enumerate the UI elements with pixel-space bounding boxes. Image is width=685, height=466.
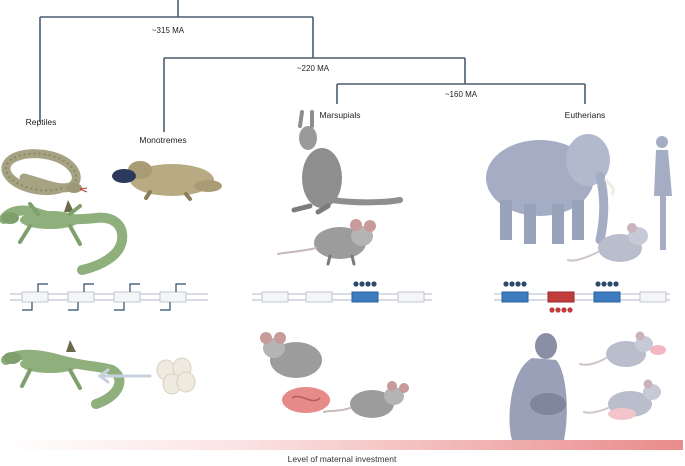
clade-label-monotremes: Monotremes [139, 135, 186, 145]
gene-box [397, 291, 425, 303]
gene-box [159, 291, 187, 303]
maternal-investment-gradient [2, 440, 683, 450]
mouse-icon [583, 379, 661, 420]
gene-box-imprinted [593, 291, 621, 303]
gene-box [67, 291, 95, 303]
maternal-investment-label: Level of maternal investment [288, 454, 397, 464]
kangaroo-icon [291, 110, 403, 215]
gene-box-methylated-red [547, 291, 575, 303]
gene-box-imprinted [501, 291, 529, 303]
clade-label-reptiles: Reptiles [26, 117, 57, 127]
phylogenetic-tree [39, 0, 586, 132]
arrow-icon [97, 368, 152, 384]
methylation-marks [353, 281, 377, 287]
placenta-icon [282, 387, 330, 413]
gene-box [261, 291, 289, 303]
platypus-icon [112, 161, 222, 201]
gene-track-eutherians [494, 281, 670, 313]
elephant-icon [486, 134, 616, 245]
opossum-icon [323, 381, 409, 418]
clade-label-eutherians: Eutherians [565, 110, 606, 120]
snake-icon [1, 149, 88, 196]
divergence-315-label: ~315 MA [152, 26, 185, 35]
divergence-220-label: ~220 MA [297, 64, 330, 73]
gene-track-marsupials [252, 281, 432, 303]
gene-track-reptiles [10, 283, 208, 311]
opossum-icon [277, 219, 376, 266]
divergence-160-label: ~160 MA [445, 90, 478, 99]
gene-box [113, 291, 141, 303]
mouse-icon [567, 223, 648, 262]
opossum-icon [260, 332, 322, 378]
human-icon [654, 136, 672, 250]
gene-box [305, 291, 333, 303]
gene-box [639, 291, 667, 303]
egg-icon [156, 357, 196, 395]
gene-box [21, 291, 49, 303]
clade-label-marsupials: Marsupials [319, 110, 360, 120]
mouse-icon [579, 331, 666, 367]
lizard-icon [1, 340, 125, 409]
lizard-icon [0, 200, 128, 275]
gene-box-imprinted [351, 291, 379, 303]
nursing-mother-icon [509, 333, 567, 440]
